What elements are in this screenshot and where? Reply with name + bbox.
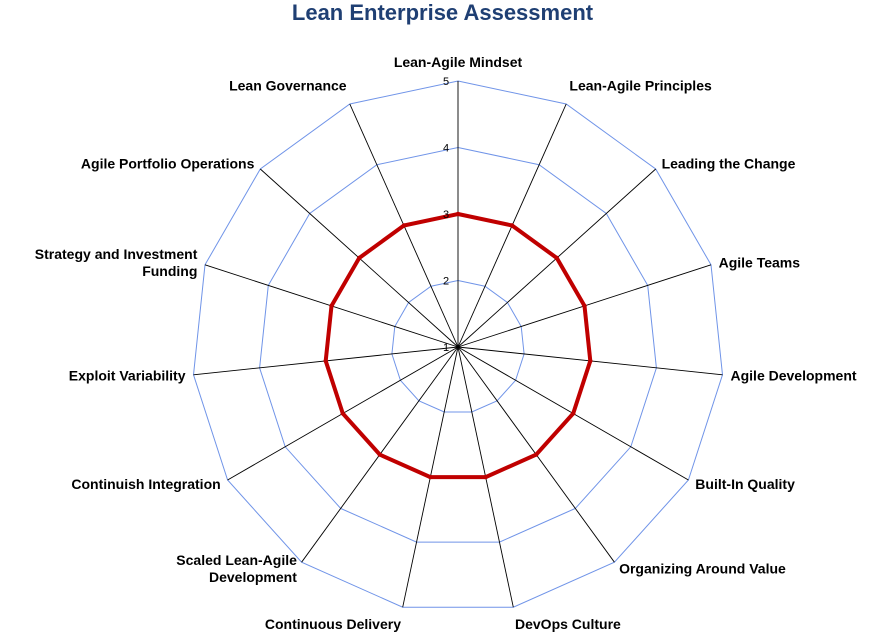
axis-label-organizing-around-value: Organizing Around Value	[619, 561, 786, 577]
tick-label-4: 4	[443, 143, 449, 155]
axis-label-built-in-quality: Built-In Quality	[695, 476, 795, 492]
data-point-continuish-integration	[340, 411, 345, 416]
axis-label-exploit-variability: Exploit Variability	[69, 368, 186, 384]
data-point-agile-teams	[582, 303, 587, 309]
data-point-built-in-quality	[571, 411, 576, 416]
data-point-lean-agile-principles	[509, 223, 515, 228]
axis-label-devops-culture: DevOps Culture	[515, 616, 621, 632]
data-point-lean-governance	[401, 223, 407, 228]
data-point-devops-culture	[483, 474, 488, 480]
data-point-lean-agile-mindset	[455, 211, 461, 217]
chart-title: Lean Enterprise Assessment	[291, 0, 594, 25]
data-point-organizing-around-value	[534, 452, 539, 457]
tick-label-5: 5	[443, 76, 449, 88]
data-point-agile-portfolio-operations	[357, 255, 362, 261]
axis-label-lean-agile-principles: Lean-Agile Principles	[569, 78, 712, 94]
tick-label-3: 3	[443, 209, 449, 221]
axis-label-lean-governance: Lean Governance	[229, 78, 347, 94]
tick-label-1: 1	[443, 342, 449, 354]
axis-label-leading-the-change: Leading the Change	[662, 156, 796, 172]
tick-label-2: 2	[443, 276, 449, 288]
axis-label-continuous-delivery-pipeline: Continuous DeliveryPipeline	[265, 616, 401, 636]
axis-label-agile-development: Agile Development	[731, 368, 857, 384]
data-point-exploit-variability	[323, 358, 328, 364]
axis-label-continuish-integration: Continuish Integration	[71, 476, 220, 492]
data-point-scaled-lean-agile-development	[377, 452, 382, 457]
axis-label-agile-portfolio-operations: Agile Portfolio Operations	[81, 156, 255, 172]
data-point-agile-development	[588, 358, 593, 364]
data-point-strategy-and-investment-funding	[329, 303, 334, 309]
tick-labels: 1 2 3 4 5	[443, 76, 449, 354]
axis-label-lean-agile-mindset: Lean-Agile Mindset	[394, 54, 523, 70]
data-point-leading-the-change	[554, 255, 559, 261]
grid-ring-4	[259, 146, 657, 543]
grid-ring-2	[391, 279, 525, 413]
axis-label-agile-teams: Agile Teams	[719, 254, 801, 270]
grid-ring-5	[192, 80, 724, 608]
data-point-continuous-delivery-pipeline	[428, 474, 433, 480]
series-line-1	[323, 211, 593, 480]
series-layer	[323, 211, 593, 480]
